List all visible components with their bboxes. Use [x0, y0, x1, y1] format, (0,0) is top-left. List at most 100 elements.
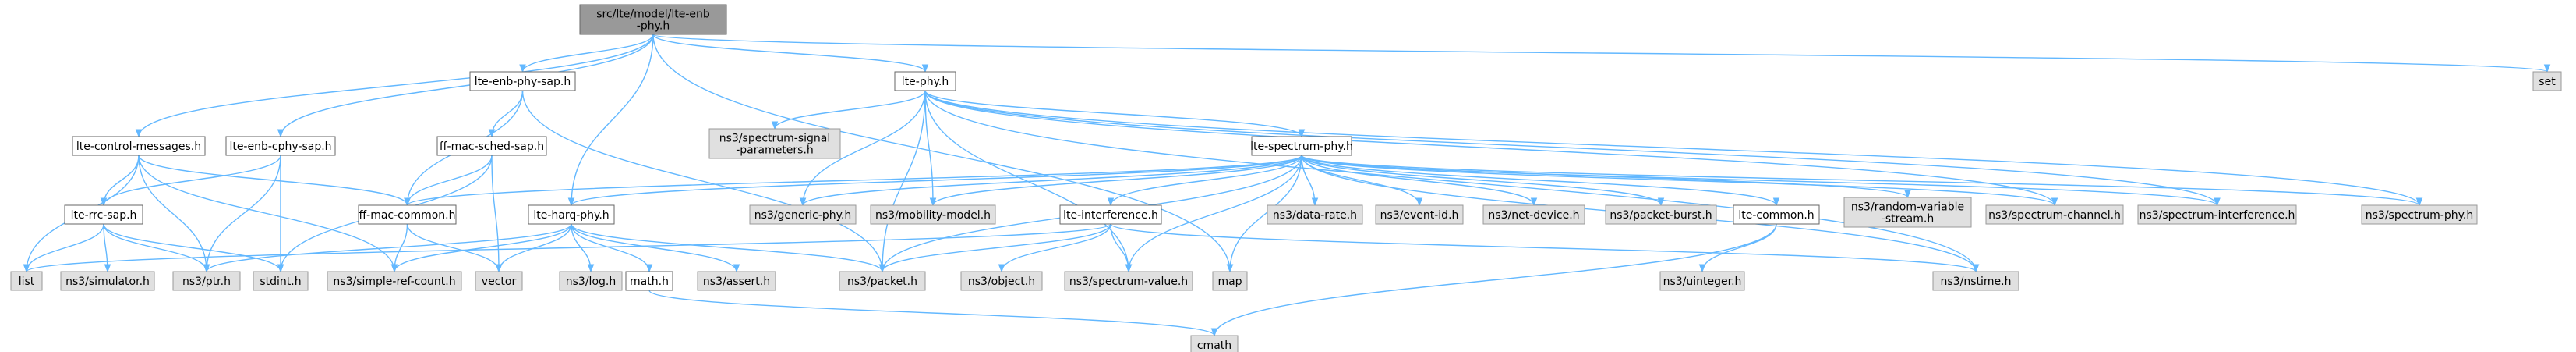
node-simulator[interactable]: ns3/simulator.h: [60, 271, 155, 291]
node-lte-enb-cphy-sap[interactable]: lte-enb-cphy-sap.h: [225, 136, 336, 156]
edge-lte-spectrum-phy-to-spectrum-interference: [1301, 155, 2221, 207]
node-lte-rrc-sap[interactable]: lte-rrc-sap.h: [64, 204, 143, 225]
node-box: [1985, 204, 2124, 225]
edge-lte-harq-phy-to-ptr: [203, 223, 572, 273]
node-label: stdint.h: [260, 276, 301, 288]
edge-lte-common-to-cmath: [1210, 223, 1777, 337]
node-label: ns3/spectrum-signal: [719, 133, 831, 145]
node-ff-mac-common[interactable]: ff-mac-common.h: [358, 204, 457, 225]
node-label: list: [19, 276, 35, 288]
node-box: [358, 204, 457, 225]
node-object[interactable]: ns3/object.h: [960, 271, 1043, 291]
node-spectrum-signal-parameters[interactable]: ns3/spectrum-signal-parameters.h: [708, 128, 841, 159]
node-nstime[interactable]: ns3/nstime.h: [1932, 271, 2019, 291]
node-box: [749, 204, 857, 225]
node-spectrum-phy[interactable]: ns3/spectrum-phy.h: [2361, 204, 2478, 225]
edge-lte-rrc-sap-to-simulator: [103, 223, 111, 273]
edge-lte-common-to-uinteger: [1698, 223, 1777, 273]
node-label: ns3/spectrum-phy.h: [2366, 209, 2473, 222]
edge-lte-spectrum-phy-to-data-rate: [1301, 155, 1319, 207]
node-box: [708, 128, 841, 159]
edge-lte-spectrum-phy-to-generic-phy: [799, 155, 1302, 207]
node-label: ns3/object.h: [968, 276, 1035, 288]
node-box: [475, 271, 523, 291]
node-packet-burst[interactable]: ns3/packet-burst.h: [1605, 204, 1717, 225]
node-box: [1375, 204, 1464, 225]
node-data-rate[interactable]: ns3/data-rate.h: [1267, 204, 1363, 225]
node-label: cmath: [1197, 340, 1231, 352]
node-uinteger[interactable]: ns3/uinteger.h: [1659, 271, 1745, 291]
edges-layer: [23, 34, 2551, 337]
edge-lte-harq-phy-to-math: [571, 223, 653, 273]
node-box: [528, 204, 615, 225]
edge-lte-enb-cphy-sap-to-stdint: [277, 155, 284, 273]
node-label: ns3/net-device.h: [1488, 209, 1579, 222]
node-lte-phy[interactable]: lte-phy.h: [894, 71, 956, 91]
edge-root-to-lte-control-messages: [135, 34, 654, 138]
node-box: [72, 136, 206, 156]
node-spectrum-channel[interactable]: ns3/spectrum-channel.h: [1985, 204, 2124, 225]
node-lte-spectrum-phy[interactable]: lte-spectrum-phy.h: [1250, 136, 1353, 156]
node-box: [960, 271, 1043, 291]
node-lte-interference[interactable]: lte-interference.h: [1059, 204, 1162, 225]
node-mobility-model[interactable]: ns3/mobility-model.h: [870, 204, 996, 225]
node-root: src/lte/model/lte-enb-phy.h: [579, 4, 727, 35]
node-label: lte-enb-cphy-sap.h: [229, 140, 331, 153]
edge-root-to-lte-enb-phy-sap: [519, 34, 654, 73]
node-label: math.h: [630, 276, 669, 288]
node-random-variable-stream[interactable]: ns3/random-variable-stream.h: [1843, 197, 1972, 228]
edge-lte-interference-to-nstime: [1110, 223, 1980, 273]
edge-math-to-cmath: [648, 290, 1218, 337]
node-generic-phy[interactable]: ns3/generic-phy.h: [749, 204, 857, 225]
node-stdint[interactable]: stdint.h: [253, 271, 309, 291]
node-math[interactable]: math.h: [625, 271, 673, 291]
node-label: ns3/uinteger.h: [1663, 276, 1742, 288]
node-box: [1267, 204, 1363, 225]
edge-lte-spectrum-phy-to-lte-harq-phy: [567, 155, 1302, 207]
node-box: [697, 271, 776, 291]
node-spectrum-value[interactable]: ns3/spectrum-value.h: [1064, 271, 1193, 291]
node-lte-control-messages[interactable]: lte-control-messages.h: [72, 136, 206, 156]
node-label: ns3/simulator.h: [65, 276, 150, 288]
node-label: set: [2539, 76, 2556, 88]
node-box: [1843, 197, 1972, 228]
node-box: [579, 4, 727, 35]
node-box: [1059, 204, 1162, 225]
node-packet[interactable]: ns3/packet.h: [839, 271, 926, 291]
node-label: lte-control-messages.h: [76, 140, 201, 153]
node-box: [1932, 271, 2019, 291]
node-lte-enb-phy-sap[interactable]: lte-enb-phy-sap.h: [469, 71, 576, 91]
node-ptr[interactable]: ns3/ptr.h: [172, 271, 241, 291]
node-lte-harq-phy[interactable]: lte-harq-phy.h: [528, 204, 615, 225]
edge-lte-control-messages-to-lte-rrc-sap: [100, 155, 140, 207]
node-vector[interactable]: vector: [475, 271, 523, 291]
edge-root-to-lte-enb-cphy-sap: [277, 34, 654, 138]
edge-lte-harq-phy-to-simple-ref-count: [390, 223, 572, 273]
node-box: [2137, 204, 2297, 225]
node-event-id[interactable]: ns3/event-id.h: [1375, 204, 1464, 225]
node-set[interactable]: set: [2532, 71, 2562, 91]
node-label: ns3/event-id.h: [1380, 209, 1459, 222]
node-list[interactable]: list: [10, 271, 43, 291]
node-box: [1212, 271, 1248, 291]
node-log[interactable]: ns3/log.h: [559, 271, 623, 291]
edge-lte-spectrum-phy-to-mobility-model: [929, 155, 1302, 207]
node-label: ns3/data-rate.h: [1273, 209, 1357, 222]
edge-lte-enb-phy-sap-to-ff-mac-sched-sap: [488, 90, 524, 138]
node-label: lte-enb-phy-sap.h: [475, 76, 571, 88]
node-ff-mac-sched-sap[interactable]: ff-mac-sched-sap.h: [436, 136, 547, 156]
node-assert[interactable]: ns3/assert.h: [697, 271, 776, 291]
node-lte-common[interactable]: lte-common.h: [1733, 204, 1820, 225]
node-map[interactable]: map: [1212, 271, 1248, 291]
node-net-device[interactable]: ns3/net-device.h: [1482, 204, 1585, 225]
node-label: lte-interference.h: [1063, 209, 1158, 222]
node-box: [436, 136, 547, 156]
node-label: ff-mac-sched-sap.h: [440, 140, 544, 153]
node-spectrum-interference[interactable]: ns3/spectrum-interference.h: [2137, 204, 2297, 225]
nodes-layer: src/lte/model/lte-enb-phy.h set lte-contro…: [10, 4, 2562, 352]
edge-lte-spectrum-phy-to-lte-common: [1301, 155, 1780, 207]
node-simple-ref-count[interactable]: ns3/simple-ref-count.h: [327, 271, 462, 291]
node-cmath[interactable]: cmath: [1190, 335, 1239, 352]
node-label: ns3/log.h: [566, 276, 616, 288]
